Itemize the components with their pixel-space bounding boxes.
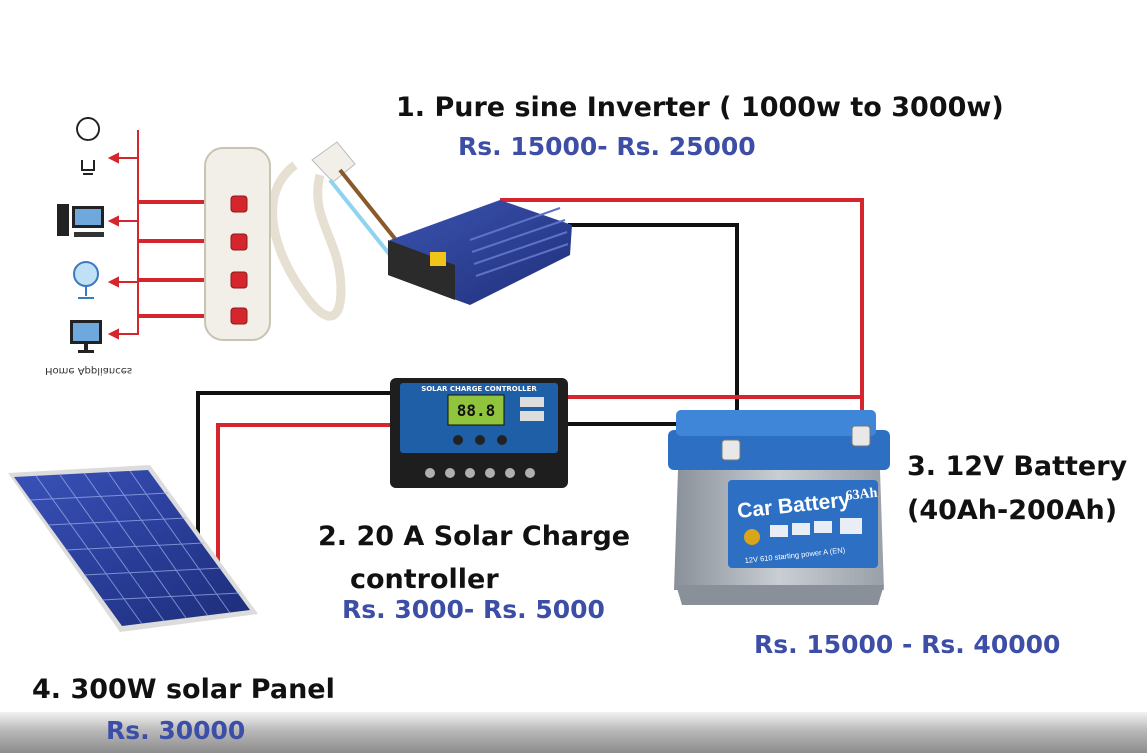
home-appliances-caption: Home Appliances (45, 365, 132, 376)
panel-title: 4. 300W solar Panel (32, 676, 335, 703)
power-strip (205, 142, 420, 340)
battery-title-line2: (40Ah-200Ah) (907, 497, 1117, 524)
controller-title-line2: controller (350, 566, 499, 593)
solar-panel-device (8, 465, 258, 632)
bulb-icon (77, 118, 99, 174)
panel-price: Rs. 30000 (106, 718, 245, 743)
inverter-title: 1. Pure sine Inverter ( 1000w to 3000w) (396, 94, 1004, 121)
inverter-device (388, 200, 572, 305)
monitor-icon (70, 320, 102, 353)
controller-title-line1: 2. 20 A Solar Charge (318, 523, 630, 550)
fan-icon (74, 262, 98, 298)
charge-controller-device: SOLAR CHARGE CONTROLLER 88.8 (390, 378, 568, 488)
controller-device-label: SOLAR CHARGE CONTROLLER (421, 385, 537, 393)
controller-price: Rs. 3000- Rs. 5000 (342, 597, 605, 622)
battery-title-line1: 3. 12V Battery (907, 453, 1127, 480)
battery-terminal-positive (852, 426, 870, 446)
computer-icon (57, 204, 104, 237)
battery-price: Rs. 15000 - Rs. 40000 (754, 632, 1060, 657)
controller-display: 88.8 (457, 401, 496, 420)
battery-device: Car Battery 63Ah 12V 610 starting power … (668, 410, 890, 605)
inverter-price: Rs. 15000- Rs. 25000 (458, 134, 756, 159)
battery-terminal-negative (722, 440, 740, 460)
